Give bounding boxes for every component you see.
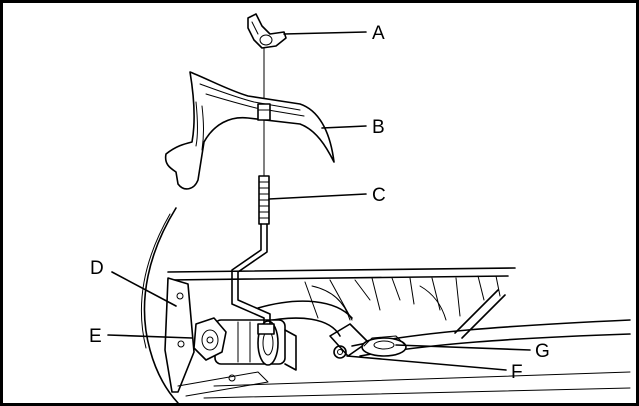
leader-e xyxy=(107,334,193,339)
leader-g xyxy=(395,344,531,351)
callout-d: D xyxy=(90,258,104,279)
leader-f xyxy=(346,355,507,371)
callout-labels: A B C D E F G xyxy=(89,23,550,383)
callout-e: E xyxy=(89,326,102,347)
callout-g: G xyxy=(535,341,550,362)
vehicle-underbody xyxy=(140,207,631,404)
bracket-plate xyxy=(164,277,195,393)
wheel-wrench xyxy=(164,71,335,190)
callout-b: B xyxy=(372,117,385,138)
hook-tool xyxy=(247,13,287,49)
leader-d xyxy=(111,271,177,307)
leader-a xyxy=(283,31,367,35)
callout-c: C xyxy=(372,185,386,206)
leader-b xyxy=(321,125,367,129)
callout-f: F xyxy=(511,362,523,383)
leader-lines xyxy=(107,31,531,371)
callout-a: A xyxy=(372,23,385,44)
leader-c xyxy=(268,193,367,200)
extension-shaft xyxy=(231,39,275,335)
